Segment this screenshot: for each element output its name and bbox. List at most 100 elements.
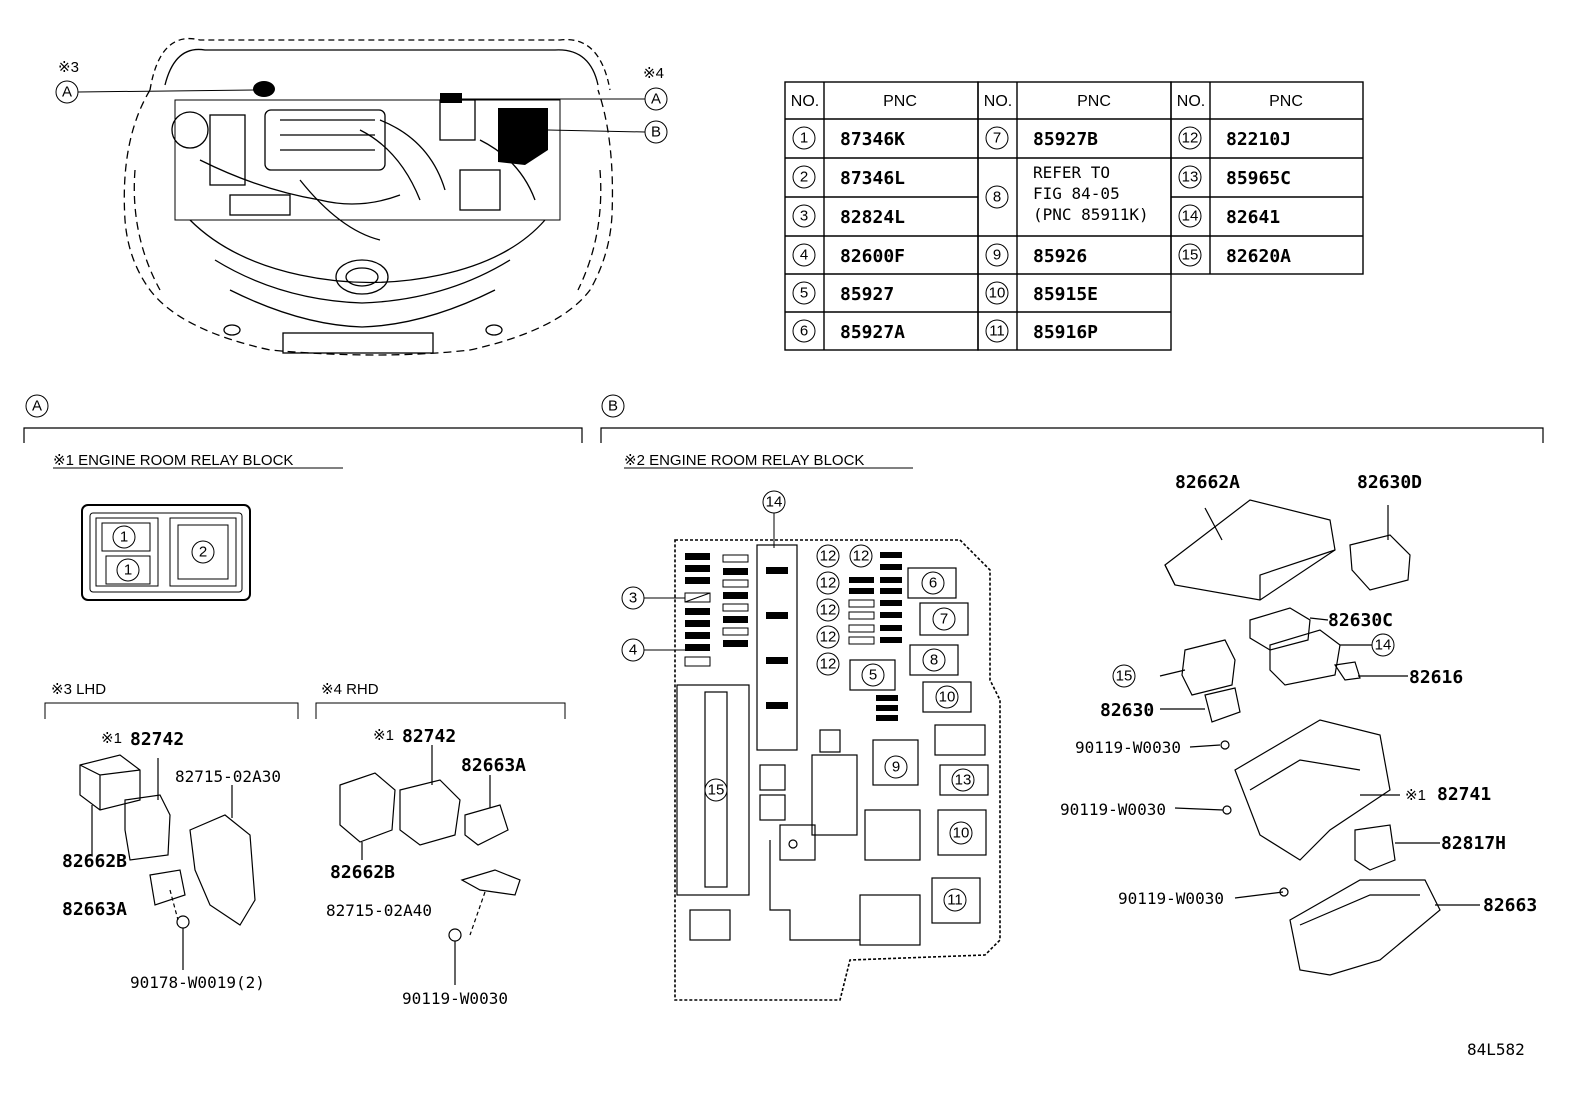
svg-text:85927: 85927 <box>840 284 894 305</box>
svg-text:10: 10 <box>939 689 956 706</box>
svg-text:82817H: 82817H <box>1441 833 1506 854</box>
relay-block-a <box>81 504 251 601</box>
svg-text:A: A <box>651 91 661 108</box>
svg-text:85926: 85926 <box>1033 246 1087 267</box>
relay-box-b-marker <box>498 108 548 165</box>
svg-text:12: 12 <box>1182 130 1199 147</box>
svg-text:82600F: 82600F <box>840 246 905 267</box>
callout-b: B <box>547 120 668 144</box>
svg-text:8: 8 <box>993 189 1001 206</box>
svg-text:82715-02A40: 82715-02A40 <box>326 901 432 920</box>
table-row: 9 85926 <box>985 243 1087 267</box>
callout-a-left: ※3 A <box>55 59 255 104</box>
svg-text:12: 12 <box>820 575 837 592</box>
svg-text:82662B: 82662B <box>62 851 127 872</box>
diagram-code: 84L582 <box>1467 1040 1525 1059</box>
svg-text:1: 1 <box>800 130 808 147</box>
svg-text:1: 1 <box>124 562 132 579</box>
svg-text:NO.: NO. <box>984 93 1012 110</box>
svg-text:(PNC 85911K): (PNC 85911K) <box>1033 205 1149 224</box>
svg-text:7: 7 <box>940 611 948 628</box>
svg-text:90119-W0030: 90119-W0030 <box>1075 738 1181 757</box>
svg-text:9: 9 <box>993 247 1001 264</box>
svg-text:82641: 82641 <box>1226 207 1280 228</box>
svg-text:82741: 82741 <box>1437 784 1491 805</box>
svg-text:4: 4 <box>629 642 637 659</box>
note-4-label: ※4 <box>643 65 664 82</box>
section-a-title: ※1 ENGINE ROOM RELAY BLOCK <box>53 452 293 469</box>
section-a-marker: A <box>32 398 42 415</box>
svg-text:82824L: 82824L <box>840 207 905 228</box>
block-b-callouts: 14 3 4 12 12 12 12 12 12 6 7 8 5 10 9 13… <box>621 490 975 912</box>
svg-text:82630C: 82630C <box>1328 610 1393 631</box>
svg-text:4: 4 <box>800 247 808 264</box>
svg-text:10: 10 <box>953 825 970 842</box>
relay-box-a-lhd-marker <box>253 81 275 97</box>
svg-text:15: 15 <box>1116 668 1133 685</box>
callout-a-right: ※4 A <box>462 65 668 111</box>
svg-text:85927B: 85927B <box>1033 129 1098 150</box>
relay-box-a-rhd-marker <box>440 93 462 103</box>
svg-text:3: 3 <box>800 208 808 225</box>
svg-text:82630D: 82630D <box>1357 472 1422 493</box>
fuse-stack-right <box>849 552 902 721</box>
svg-text:15: 15 <box>1182 247 1199 264</box>
svg-text:※1: ※1 <box>101 730 122 747</box>
svg-text:PNC: PNC <box>883 93 917 110</box>
table-row: 15 82620A <box>1178 243 1291 267</box>
svg-text:14: 14 <box>1375 637 1392 654</box>
svg-text:2: 2 <box>800 169 808 186</box>
svg-text:1: 1 <box>120 529 128 546</box>
svg-text:82663A: 82663A <box>461 755 526 776</box>
svg-text:82662A: 82662A <box>1175 472 1240 493</box>
table-row: 5 85927 <box>792 281 894 305</box>
svg-text:14: 14 <box>766 494 783 511</box>
svg-text:85927A: 85927A <box>840 322 905 343</box>
relay-block-b <box>674 539 1001 1001</box>
section-b: B ※2 ENGINE ROOM RELAY BLOCK <box>600 394 1544 1001</box>
svg-text:82742: 82742 <box>130 729 184 750</box>
svg-text:PNC: PNC <box>1077 93 1111 110</box>
svg-text:2: 2 <box>199 544 207 561</box>
svg-text:8: 8 <box>930 652 938 669</box>
svg-text:11: 11 <box>947 892 963 909</box>
svg-text:※1: ※1 <box>1405 787 1426 804</box>
section-a: A ※1 ENGINE ROOM RELAY BLOCK 1 1 2 ※3 LH… <box>23 394 583 1008</box>
svg-text:5: 5 <box>800 285 808 302</box>
svg-text:5: 5 <box>869 667 877 684</box>
svg-text:12: 12 <box>820 656 837 673</box>
svg-text:82742: 82742 <box>402 726 456 747</box>
engine-bay-illustration <box>123 38 614 356</box>
svg-text:7: 7 <box>993 130 1001 147</box>
svg-text:NO.: NO. <box>791 93 819 110</box>
svg-text:90178-W0019(2): 90178-W0019(2) <box>130 973 265 992</box>
svg-text:82616: 82616 <box>1409 667 1463 688</box>
svg-text:PNC: PNC <box>1269 93 1303 110</box>
svg-text:15: 15 <box>708 782 725 799</box>
svg-text:3: 3 <box>629 590 637 607</box>
svg-text:14: 14 <box>1182 208 1199 225</box>
svg-text:6: 6 <box>929 575 937 592</box>
lhd-title: ※3 LHD <box>51 681 106 698</box>
svg-text:82620A: 82620A <box>1226 246 1291 267</box>
svg-text:REFER TO: REFER TO <box>1033 163 1110 182</box>
svg-text:※1: ※1 <box>373 727 394 744</box>
svg-text:85915E: 85915E <box>1033 284 1098 305</box>
note-3-label: ※3 <box>58 59 79 76</box>
svg-text:13: 13 <box>955 772 972 789</box>
svg-text:12: 12 <box>820 548 837 565</box>
svg-text:NO.: NO. <box>1177 93 1205 110</box>
svg-text:85965C: 85965C <box>1226 168 1291 189</box>
svg-text:90119-W0030: 90119-W0030 <box>1118 889 1224 908</box>
lhd-parts-illustration <box>79 754 256 970</box>
svg-text:82715-02A30: 82715-02A30 <box>175 767 281 786</box>
section-b-title: ※2 ENGINE ROOM RELAY BLOCK <box>624 452 864 469</box>
svg-text:9: 9 <box>892 759 900 776</box>
